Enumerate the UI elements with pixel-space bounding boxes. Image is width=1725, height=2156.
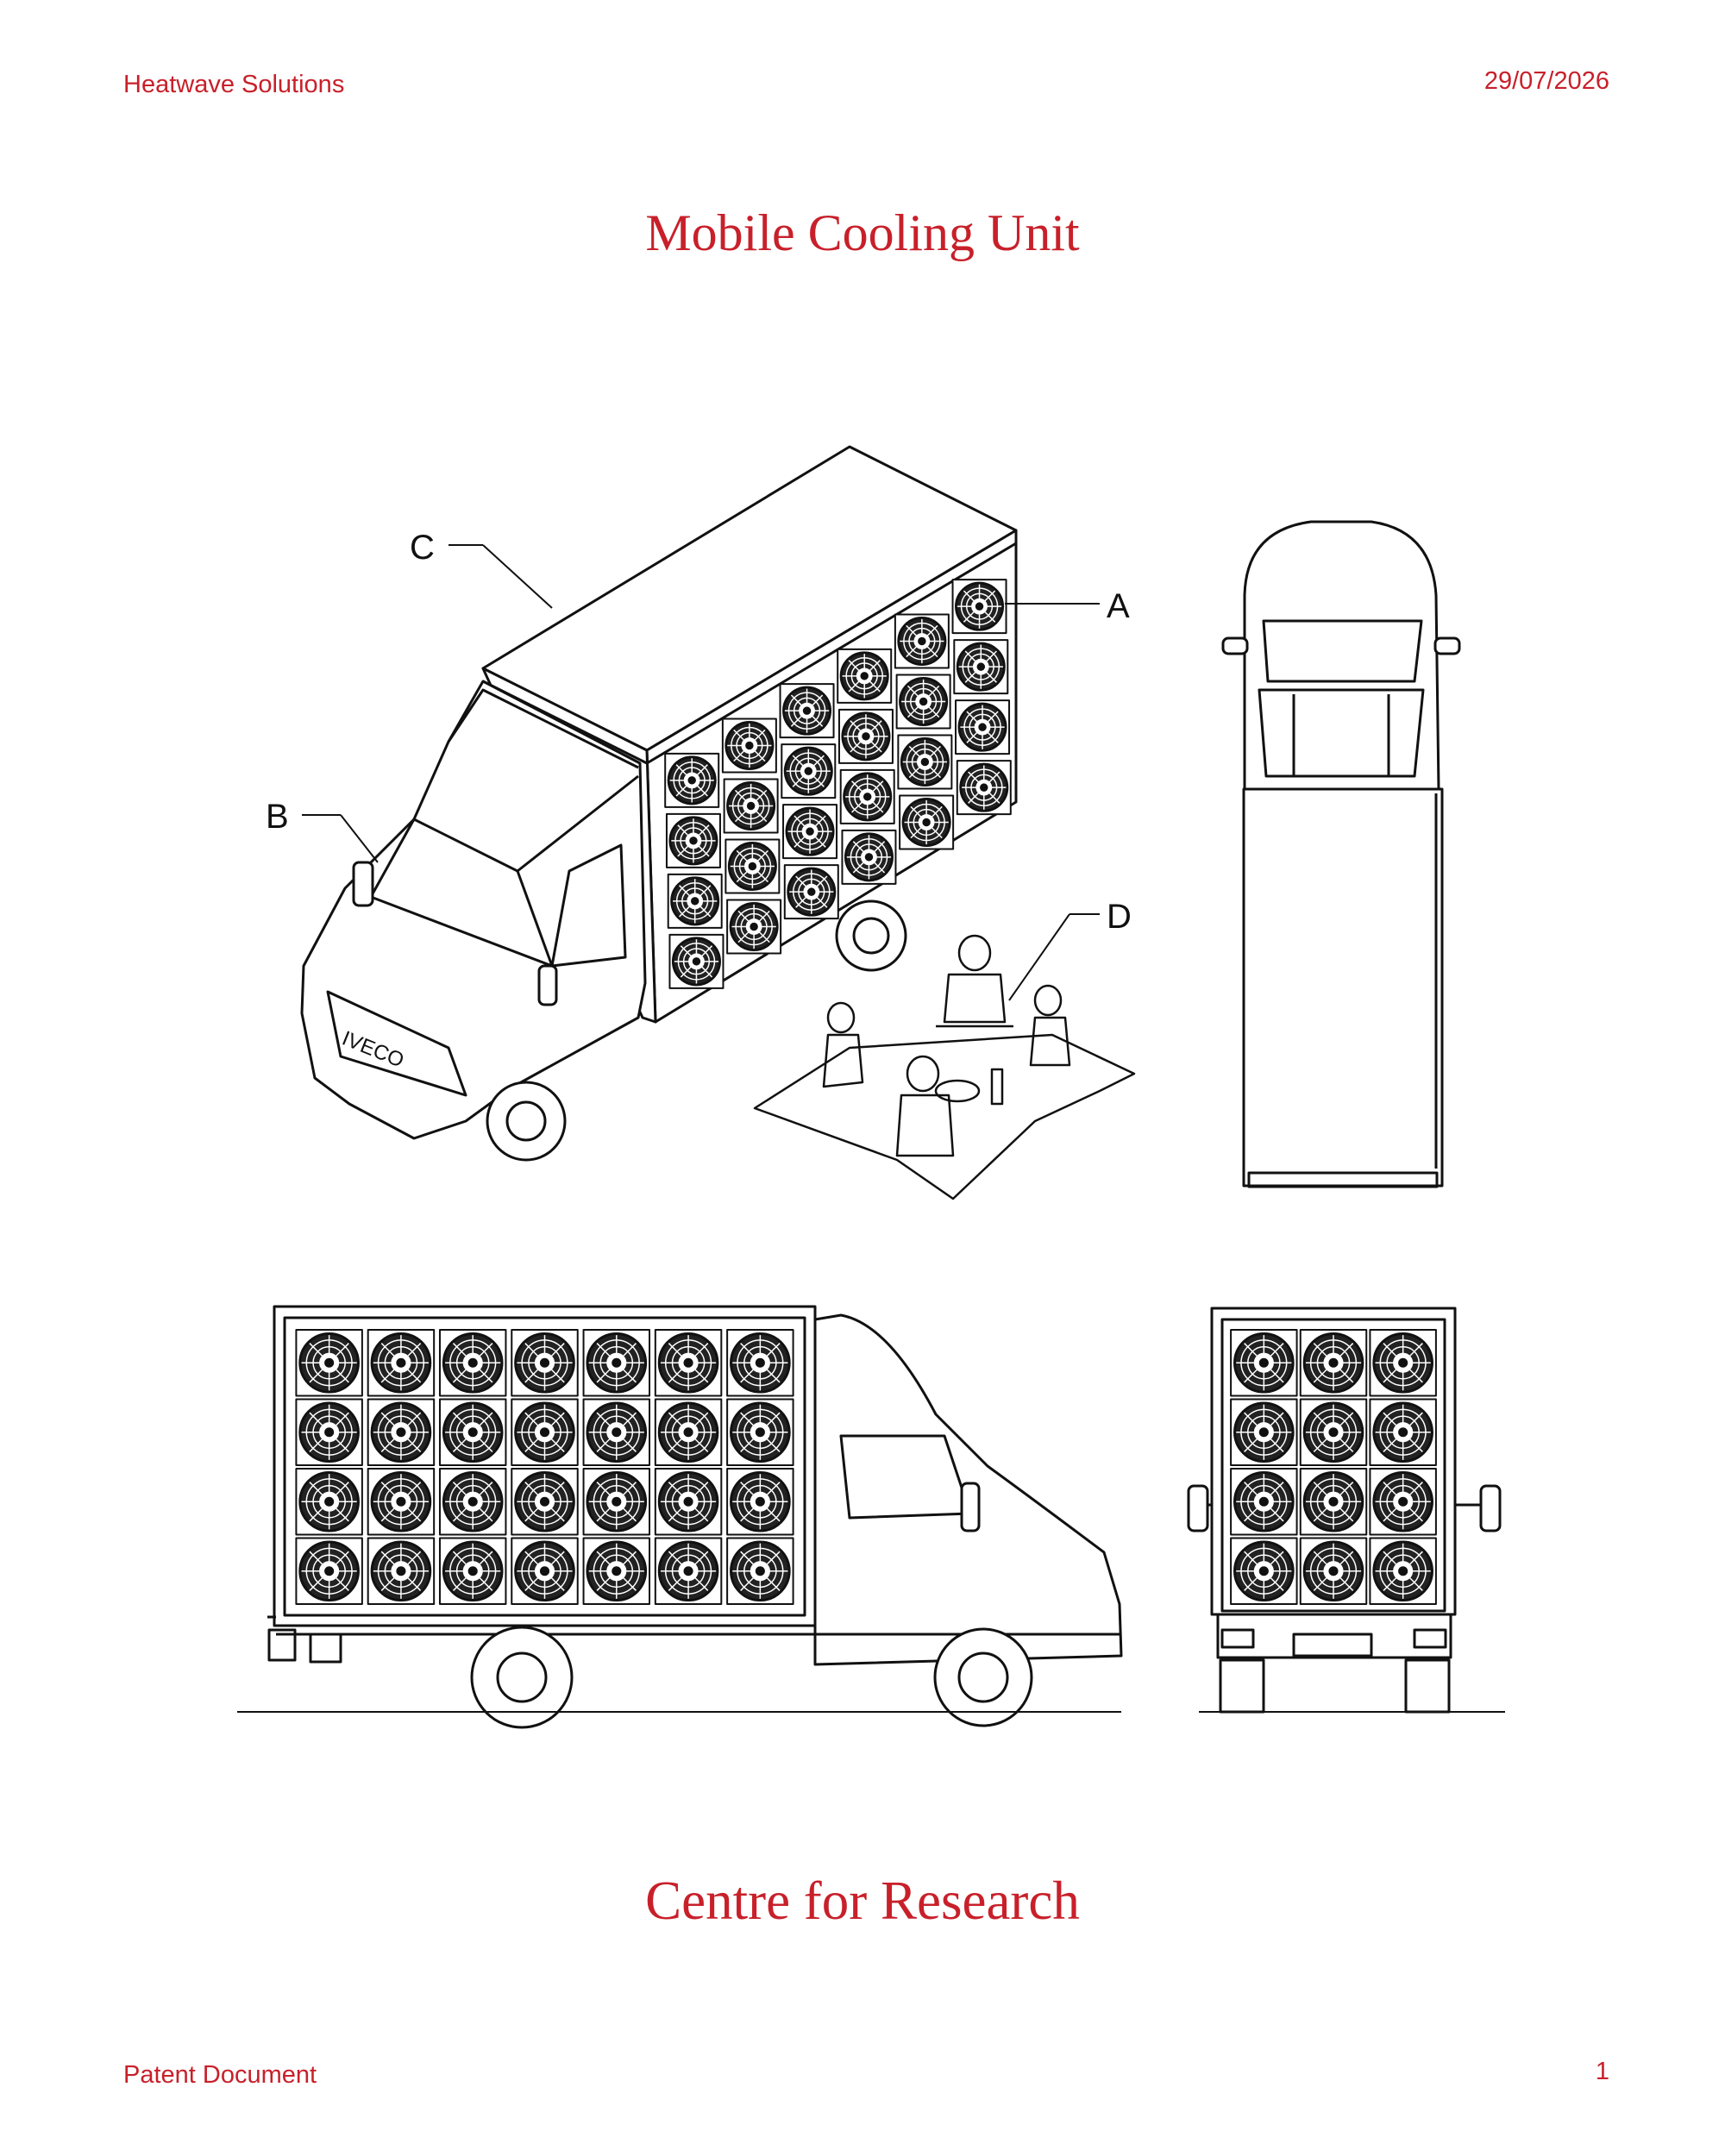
cooling-fan [839,768,895,824]
cooling-fan [367,1537,436,1605]
side-fan-grid [295,1329,794,1605]
iso-fan-grid [664,579,1012,989]
cooling-fan [1369,1329,1437,1397]
cooling-fan [367,1398,436,1466]
cooling-fan [1299,1537,1368,1605]
cooling-fan [511,1537,579,1605]
cooling-fan [654,1537,723,1605]
cooling-fan [1230,1398,1298,1466]
cooling-fan [837,648,893,704]
cooling-fan [1299,1468,1368,1536]
top-view [1221,520,1461,1188]
cooling-fan [582,1329,651,1397]
isometric-view: IVECO [300,445,1136,1200]
cooling-fan [438,1398,507,1466]
document-type: Patent Document [123,2061,317,2089]
cooling-fan [724,838,781,894]
cooling-fan [511,1329,579,1397]
cooling-fan [951,579,1007,635]
side-view [237,1305,1123,1729]
cooling-fan [779,683,835,739]
page-number: 1 [1595,2058,1609,2085]
cooling-fan [953,639,1009,695]
cooling-fan [582,1398,651,1466]
cooling-fan [1230,1468,1298,1536]
cooling-fan [295,1329,363,1397]
cooling-fan [956,760,1012,816]
company-name: Heatwave Solutions [123,71,345,98]
cooling-fan [438,1329,507,1397]
cooling-fan [1230,1537,1298,1605]
callout-b: B [266,798,289,836]
cooling-fan [367,1329,436,1397]
cooling-fan [511,1398,579,1466]
cooling-fan [665,812,721,868]
cooling-fan [667,873,723,929]
callout-d: D [1107,898,1132,936]
cooling-fan [582,1537,651,1605]
cooling-fan [837,708,894,764]
cooling-fan [1230,1329,1298,1397]
iso-cab [300,680,647,1140]
cooling-fan [582,1468,651,1536]
cooling-fan [895,674,951,730]
cooling-fan [726,1329,794,1397]
cooling-fan [726,1468,794,1536]
document-subtitle: Centre for Research [645,1871,1080,1931]
cooling-fan [726,899,782,955]
cooling-fan [295,1468,363,1536]
cooling-fan [783,864,839,920]
top-view-cab [1243,520,1440,791]
cooling-fan [367,1468,436,1536]
cooling-fan [1369,1468,1437,1536]
cooling-fan [438,1537,507,1605]
cooling-fan [654,1329,723,1397]
cooling-fan [721,718,777,774]
side-rear-wheel [470,1626,574,1729]
cooling-fan [668,933,724,989]
callout-a: A [1107,587,1130,625]
cooling-fan [511,1468,579,1536]
document-title: Mobile Cooling Unit [645,204,1080,261]
cooling-fan [723,778,779,834]
cooling-fan [726,1398,794,1466]
callout-c: C [410,529,435,567]
cooling-fan [1369,1398,1437,1466]
cooling-fan [726,1537,794,1605]
rear-view [1187,1307,1505,1714]
cooling-fan [1299,1398,1368,1466]
callouts [302,544,1100,1001]
cooling-fan [1299,1329,1368,1397]
cooling-fan [782,804,838,860]
rear-fan-grid [1230,1329,1437,1605]
cooling-fan [955,699,1011,755]
cooling-fan [899,794,955,850]
document-date: 29/07/2026 [1484,67,1609,95]
cooling-fan [897,734,953,790]
cooling-fan [438,1468,507,1536]
cooling-fan [1369,1537,1437,1605]
cooling-fan [295,1537,363,1605]
picnic-scene [753,934,1136,1200]
cooling-fan [654,1468,723,1536]
cooling-fan [664,752,720,808]
cooling-fan [654,1398,723,1466]
cooling-fan [841,829,897,885]
cooling-fan [781,743,837,799]
side-front-wheel [933,1627,1033,1727]
cooling-fan [295,1398,363,1466]
top-view-box [1242,787,1444,1188]
cooling-fan [894,613,950,669]
